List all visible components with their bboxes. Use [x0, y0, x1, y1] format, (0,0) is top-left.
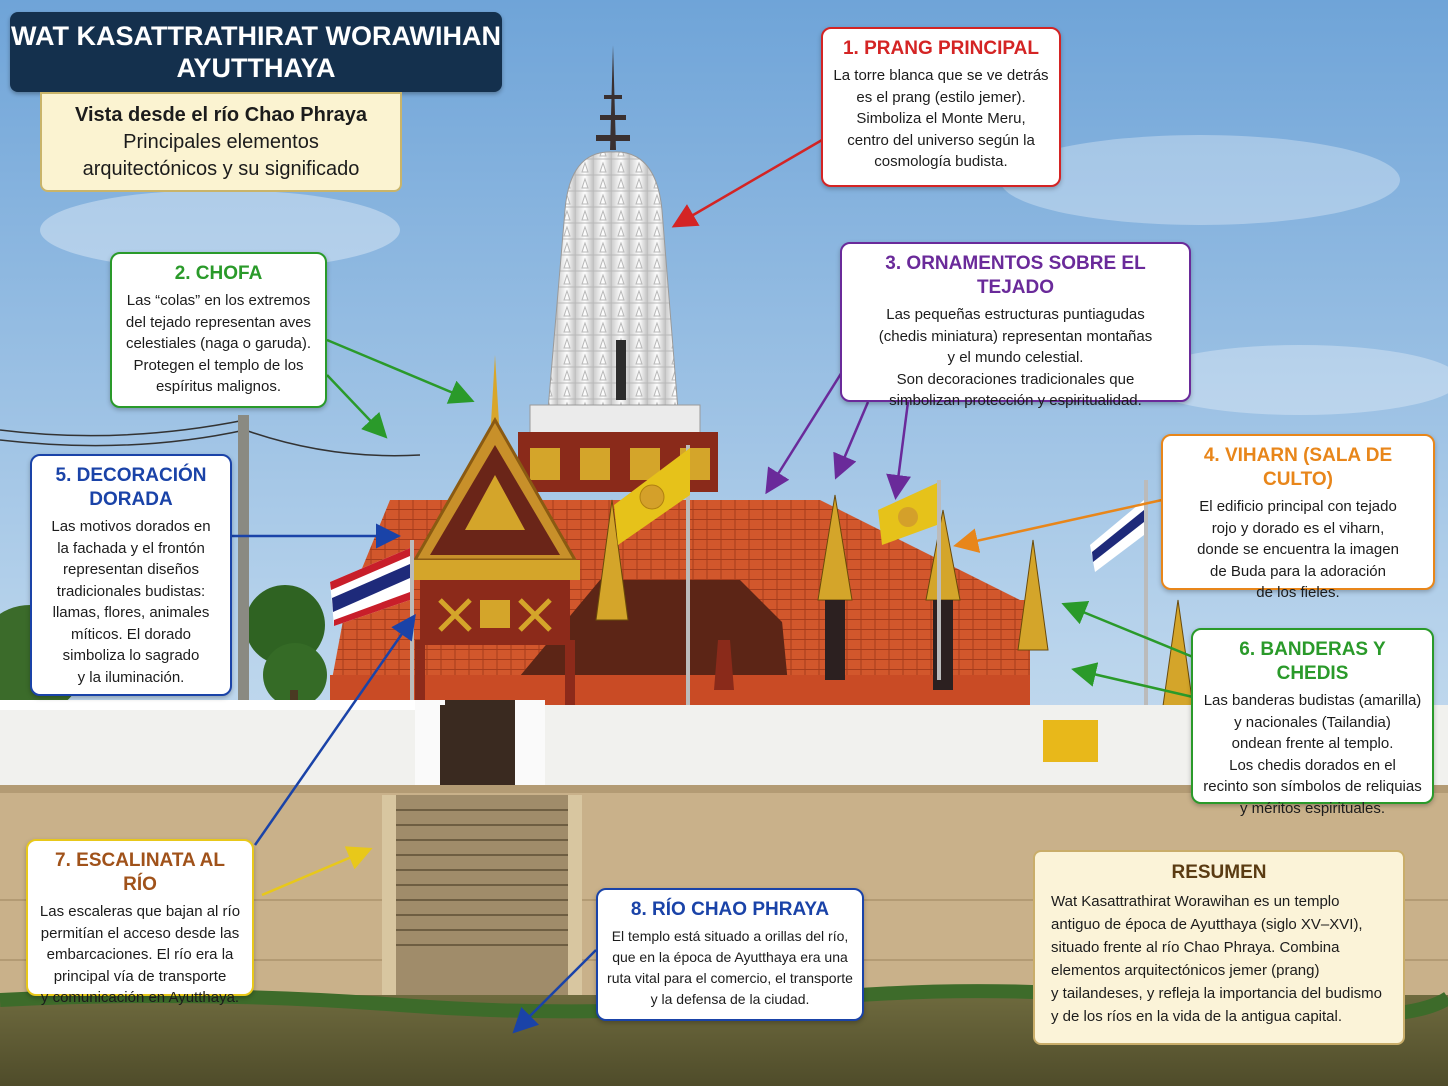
page-title: WAT KASATTRATHIRAT WORAWIHAN AYUTTHAYA: [10, 12, 502, 92]
arrow-chofa-2: [326, 374, 388, 439]
flags: [330, 445, 1148, 720]
annotation-arrows: [232, 138, 1194, 1034]
card-escalinata: 7. ESCALINATA AL RÍO Las escaleras que b…: [26, 839, 254, 1006]
card-decoracion: 5. DECORACIÓN DORADA Las motivos dorados…: [30, 454, 232, 696]
card-title: 3. ORNAMENTOS SOBRE EL TEJADO: [885, 253, 1146, 298]
card-title: 5. DECORACIÓN DORADA: [55, 465, 207, 510]
arrow-river: [512, 949, 597, 1034]
arrow-stairs-2: [261, 846, 373, 897]
arrow-ornament-1: [765, 371, 844, 495]
arrow-chofa-1: [326, 338, 475, 404]
card-text: Las pequeñas estructuras puntiagudas (ch…: [878, 306, 1153, 409]
arrow-flags-2: [1071, 662, 1194, 699]
summary-title: RESUMEN: [1171, 862, 1267, 883]
card-title: 7. ESCALINATA AL RÍO: [55, 850, 225, 895]
arrow-ornament-2: [833, 401, 870, 480]
card-chofa: 2. CHOFA Las “colas” en los extremos del…: [110, 252, 327, 408]
small-chedis: [595, 494, 1196, 721]
power-pole: [0, 419, 421, 457]
summary-box: RESUMEN Wat Kasattrathirat Worawihan es …: [1033, 850, 1405, 1045]
card-title: 1. PRANG PRINCIPAL: [842, 38, 1039, 59]
subtitle-box: Vista desde el río Chao Phraya Principal…: [40, 92, 402, 192]
card-text: Las escaleras que bajan al río permitían…: [39, 903, 241, 1006]
subtitle-line-3: arquitectónicos y su significado: [82, 157, 360, 180]
subtitle-line-1: Vista desde el río Chao Phraya: [75, 103, 367, 126]
card-text: Las banderas budistas (amarilla) y nacio…: [1203, 692, 1422, 817]
card-title: 8. RÍO CHAO PHRAYA: [630, 899, 830, 920]
card-text: El templo está situado a orillas del río…: [607, 928, 853, 1007]
title-line-2: AYUTTHAYA: [176, 53, 336, 83]
card-banderas: 6. BANDERAS Y CHEDIS Las banderas budist…: [1191, 628, 1434, 817]
card-title: 6. BANDERAS Y CHEDIS: [1239, 639, 1386, 684]
card-title: 2. CHOFA: [174, 263, 263, 284]
arrow-stairs-1: [253, 613, 416, 846]
title-line-1: WAT KASATTRATHIRAT WORAWIHAN: [11, 21, 501, 51]
summary-text: Wat Kasattrathirat Worawihan es un templ…: [1051, 893, 1383, 1025]
arrow-flags-1: [1061, 601, 1194, 659]
arrow-prang: [671, 138, 823, 228]
card-rio: 8. RÍO CHAO PHRAYA El templo está situad…: [596, 888, 864, 1021]
card-text: La torre blanca que se ve detrás es el p…: [833, 67, 1049, 170]
card-text: Las “colas” en los extremos del tejado r…: [125, 292, 312, 395]
card-ornamentos: 3. ORNAMENTOS SOBRE EL TEJADO Las pequeñ…: [840, 242, 1191, 409]
arrow-viharn: [953, 498, 1163, 553]
arrow-ornament-3: [886, 401, 911, 500]
card-title: 4. VIHARN (SALA DE CULTO): [1203, 445, 1393, 490]
card-viharn: 4. VIHARN (SALA DE CULTO) El edificio pr…: [1161, 434, 1435, 601]
staircase: [382, 795, 582, 995]
card-prang: 1. PRANG PRINCIPAL La torre blanca que s…: [821, 27, 1061, 187]
card-text: Las motivos dorados en la fachada y el f…: [51, 518, 211, 686]
subtitle-line-2: Principales elementos: [123, 130, 319, 153]
card-text: El edificio principal con tejado rojo y …: [1197, 498, 1399, 601]
